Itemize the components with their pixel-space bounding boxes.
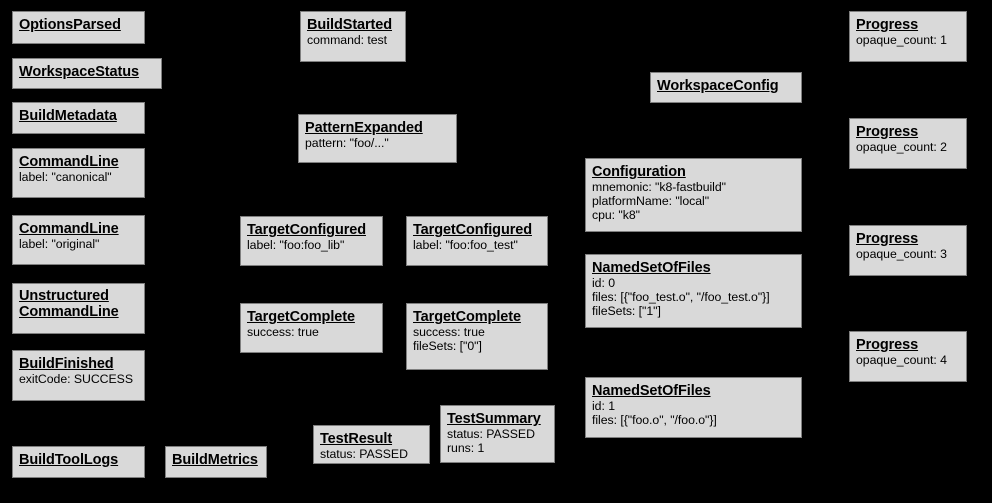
node-title: BuildStarted [307, 17, 393, 33]
node-attribute-line: status: PASSED [447, 427, 535, 442]
node-attributes: opaque_count: 4 [856, 353, 960, 368]
node-attribute-line: label: "canonical" [19, 170, 112, 185]
node-build-metrics[interactable]: BuildMetrics [165, 446, 267, 478]
node-attribute-line: label: "original" [19, 237, 100, 252]
node-title: BuildToolLogs [19, 452, 119, 468]
node-attribute-line: status: PASSED [320, 447, 408, 462]
node-attributes: label: "foo:foo_test" [413, 238, 541, 253]
node-title: Unstructured CommandLine [19, 288, 119, 321]
node-attributes: label: "original" [19, 237, 138, 252]
node-unstructured-command-line[interactable]: Unstructured CommandLine [12, 283, 145, 334]
node-attribute-line: opaque_count: 1 [856, 33, 947, 48]
node-attribute-line: success: true [413, 325, 485, 340]
node-attributes: success: true [247, 325, 376, 340]
node-attribute-line: command: test [307, 33, 387, 48]
node-attribute-line: fileSets: ["1"] [592, 303, 661, 318]
node-title: Progress [856, 124, 919, 140]
node-attribute-line: opaque_count: 2 [856, 140, 947, 155]
node-title: NamedSetOfFiles [592, 383, 711, 399]
node-attributes: label: "foo:foo_lib" [247, 238, 376, 253]
node-attribute-line: mnemonic: "k8-fastbuild" [592, 180, 726, 195]
node-attribute-line: id: 1 [592, 399, 615, 414]
node-title: TargetConfigured [413, 222, 532, 238]
node-attributes: exitCode: SUCCESS [19, 372, 138, 387]
node-workspace-config[interactable]: WorkspaceConfig [650, 72, 802, 103]
node-title: TargetConfigured [247, 222, 366, 238]
node-title: NamedSetOfFiles [592, 260, 711, 276]
node-workspace-status[interactable]: WorkspaceStatus [12, 58, 162, 89]
node-attributes: status: PASSED [320, 447, 423, 462]
node-attributes: opaque_count: 3 [856, 247, 960, 262]
node-title: Configuration [592, 164, 686, 180]
node-attribute-line: fileSets: ["0"] [413, 339, 482, 353]
node-title: PatternExpanded [305, 120, 423, 136]
node-attribute-line: label: "foo:foo_test" [413, 238, 518, 253]
node-title: CommandLine [19, 154, 119, 170]
node-attributes: mnemonic: "k8-fastbuild"platformName: "l… [592, 180, 795, 222]
node-attributes: pattern: "foo/..." [305, 136, 450, 151]
node-build-tool-logs[interactable]: BuildToolLogs [12, 446, 145, 478]
node-attribute-line: id: 0 [592, 276, 615, 291]
node-attribute-line: pattern: "foo/..." [305, 136, 389, 151]
node-attributes: opaque_count: 1 [856, 33, 960, 48]
node-title: BuildMetadata [19, 108, 117, 124]
node-title: BuildFinished [19, 356, 114, 372]
node-title: WorkspaceConfig [657, 78, 779, 94]
node-attribute-line: opaque_count: 4 [856, 353, 947, 368]
node-title: TestSummary [447, 411, 541, 427]
node-options-parsed[interactable]: OptionsParsed [12, 11, 145, 44]
node-build-metadata[interactable]: BuildMetadata [12, 102, 145, 134]
node-title: Progress [856, 337, 919, 353]
node-attribute-line: exitCode: SUCCESS [19, 372, 133, 387]
node-attributes: opaque_count: 2 [856, 140, 960, 155]
node-attribute-line: opaque_count: 3 [856, 247, 947, 262]
node-title: WorkspaceStatus [19, 64, 139, 80]
node-title: TargetComplete [413, 309, 521, 325]
node-title: TestResult [320, 431, 393, 447]
node-attribute-line: files: [{"foo.o", "/foo.o"}] [592, 413, 717, 427]
node-attributes: command: test [307, 33, 399, 48]
node-title: Progress [856, 231, 919, 247]
node-attribute-line: files: [{"foo_test.o", "/foo_test.o"}] [592, 290, 770, 304]
node-attributes: label: "canonical" [19, 170, 138, 185]
node-attribute-line: label: "foo:foo_lib" [247, 238, 345, 253]
node-attribute-line: cpu: "k8" [592, 207, 640, 222]
node-title: TargetComplete [247, 309, 355, 325]
node-title: OptionsParsed [19, 17, 121, 33]
node-attribute-line: platformName: "local" [592, 194, 710, 208]
node-title: CommandLine [19, 221, 119, 237]
node-attribute-line: runs: 1 [447, 441, 485, 455]
node-title: BuildMetrics [172, 452, 258, 468]
node-title: Progress [856, 17, 919, 33]
node-attribute-line: success: true [247, 325, 319, 340]
